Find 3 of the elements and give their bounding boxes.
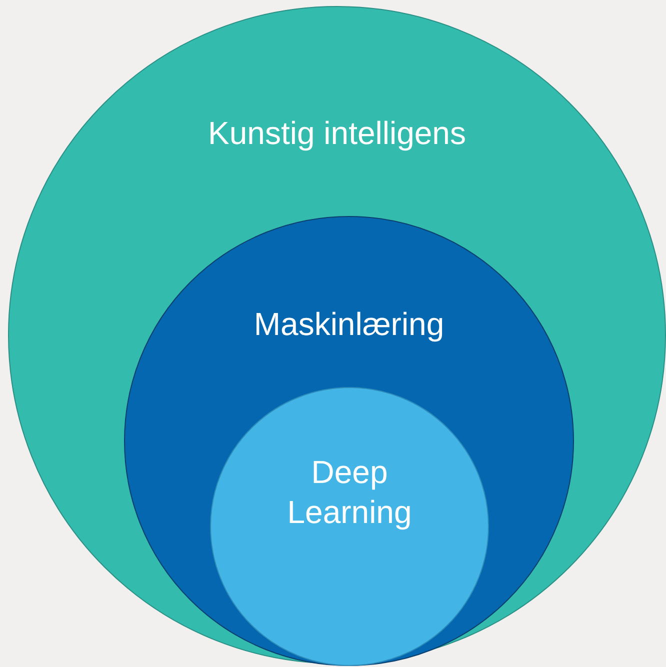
circle-label: Kunstig intelligens bbox=[207, 114, 467, 153]
circle-label: Maskinlæring bbox=[252, 305, 446, 344]
circle-label: Deep Learning bbox=[286, 453, 413, 532]
